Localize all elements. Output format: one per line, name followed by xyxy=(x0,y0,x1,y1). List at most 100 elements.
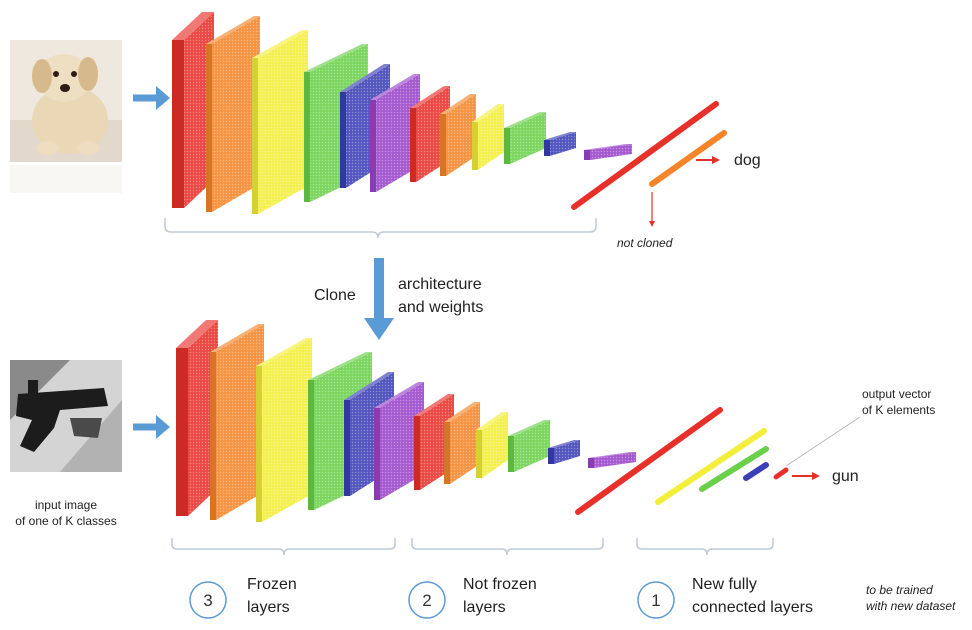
conv-layer-block xyxy=(206,16,260,212)
layer-front-face xyxy=(176,348,188,516)
group-line2: layers xyxy=(463,599,506,616)
layer-front-face xyxy=(440,114,446,176)
layer-texture xyxy=(482,412,508,478)
bottom-network-layers xyxy=(176,320,636,522)
layer-top-face xyxy=(340,64,390,92)
bottom-output-label: gun xyxy=(832,468,859,485)
group-number: 3 xyxy=(203,591,212,610)
layer-texture xyxy=(478,104,504,170)
layer-top-face xyxy=(544,132,576,140)
layer-top-face xyxy=(588,452,636,458)
group-line1: New fully xyxy=(692,576,757,593)
conv-layer-block xyxy=(444,402,480,484)
train-note-line2: with new dataset xyxy=(866,599,956,613)
layer-texture xyxy=(212,16,260,212)
clone-detail-line2: and weights xyxy=(398,299,483,316)
layer-front-face xyxy=(256,366,262,522)
layer-front-face xyxy=(370,100,376,192)
layer-front-face xyxy=(172,40,184,208)
layer-top-face xyxy=(176,320,218,348)
layer-front-face xyxy=(588,458,594,468)
input-arrow-bottom xyxy=(133,415,170,439)
top-brace xyxy=(164,218,597,239)
conv-layer-block xyxy=(374,382,424,500)
group-not-frozen: 2 Not frozen layers xyxy=(408,576,537,619)
layer-front-face xyxy=(252,58,258,214)
layer-top-face xyxy=(508,420,550,436)
layer-texture xyxy=(510,112,546,164)
conv-layer-block xyxy=(548,440,580,464)
group-number-circle xyxy=(408,581,446,619)
layer-front-face xyxy=(374,408,380,500)
layer-texture xyxy=(258,30,308,214)
layer-front-face xyxy=(308,380,314,510)
layer-top-face xyxy=(172,12,214,40)
layer-top-face xyxy=(374,382,424,408)
group-number: 2 xyxy=(422,591,431,610)
clone-label: Clone xyxy=(314,287,356,304)
layer-top-face xyxy=(210,324,264,352)
layer-top-face xyxy=(206,16,260,44)
group-line2: layers xyxy=(247,599,290,616)
conv-layer-block xyxy=(256,338,312,522)
layer-texture xyxy=(376,74,420,192)
conv-layer-block xyxy=(544,132,576,156)
conv-layer-block xyxy=(584,144,632,160)
layer-texture xyxy=(380,382,424,500)
layer-front-face xyxy=(304,72,310,202)
train-note-line1: to be trained xyxy=(866,583,933,597)
not-cloned-label: not cloned xyxy=(617,236,673,250)
dog-photo xyxy=(10,40,122,193)
layer-front-face xyxy=(476,430,482,478)
bottom-fc-bars xyxy=(575,407,789,515)
group-frozen: 3 Frozen layers xyxy=(189,576,297,619)
layer-front-face xyxy=(414,416,420,490)
group-line1: Not frozen xyxy=(463,576,537,593)
layer-front-face xyxy=(344,400,350,496)
layer-top-face xyxy=(370,74,420,100)
clone-arrow xyxy=(364,258,394,340)
group-number-circle xyxy=(637,581,675,619)
layer-front-face xyxy=(210,352,216,520)
layer-front-face xyxy=(410,108,416,182)
layer-front-face xyxy=(340,92,346,188)
layer-texture xyxy=(262,338,312,522)
layer-top-face xyxy=(304,44,368,72)
not-frozen-brace xyxy=(411,538,604,556)
group-number-circle xyxy=(189,581,227,619)
layer-top-face xyxy=(256,338,312,366)
output-vector-line1: output vector xyxy=(862,387,931,401)
frozen-brace xyxy=(171,538,396,556)
conv-layer-block xyxy=(370,74,420,192)
layer-texture xyxy=(594,452,636,468)
layer-front-face xyxy=(544,140,550,156)
layer-texture xyxy=(446,94,476,176)
conv-layer-block xyxy=(504,112,546,164)
conv-layer-block xyxy=(472,104,504,170)
layer-top-face xyxy=(440,94,476,114)
layer-top-face xyxy=(252,30,308,58)
conv-layer-block xyxy=(210,324,264,520)
group-number: 1 xyxy=(651,591,660,610)
layer-front-face xyxy=(206,44,212,212)
conv-layer-block xyxy=(588,452,636,468)
layer-top-face xyxy=(308,352,372,380)
conv-layer-block xyxy=(440,94,476,176)
layer-top-face xyxy=(504,112,546,128)
layer-top-face xyxy=(476,412,508,430)
layer-top-face xyxy=(472,104,504,122)
layer-texture xyxy=(450,402,480,484)
conv-layer-block xyxy=(508,420,550,472)
group-line2: connected layers xyxy=(692,599,813,616)
input-caption-line2: of one of K classes xyxy=(15,514,116,528)
layer-texture xyxy=(514,420,550,472)
top-fc-bars xyxy=(571,101,727,210)
new-fc-brace xyxy=(636,538,774,556)
conv-layer-block xyxy=(476,412,508,478)
layer-front-face xyxy=(504,128,510,164)
layer-top-face xyxy=(410,86,450,108)
top-network-layers xyxy=(172,12,632,214)
conv-layer-block xyxy=(252,30,308,214)
output-vector-pointer xyxy=(785,416,861,467)
